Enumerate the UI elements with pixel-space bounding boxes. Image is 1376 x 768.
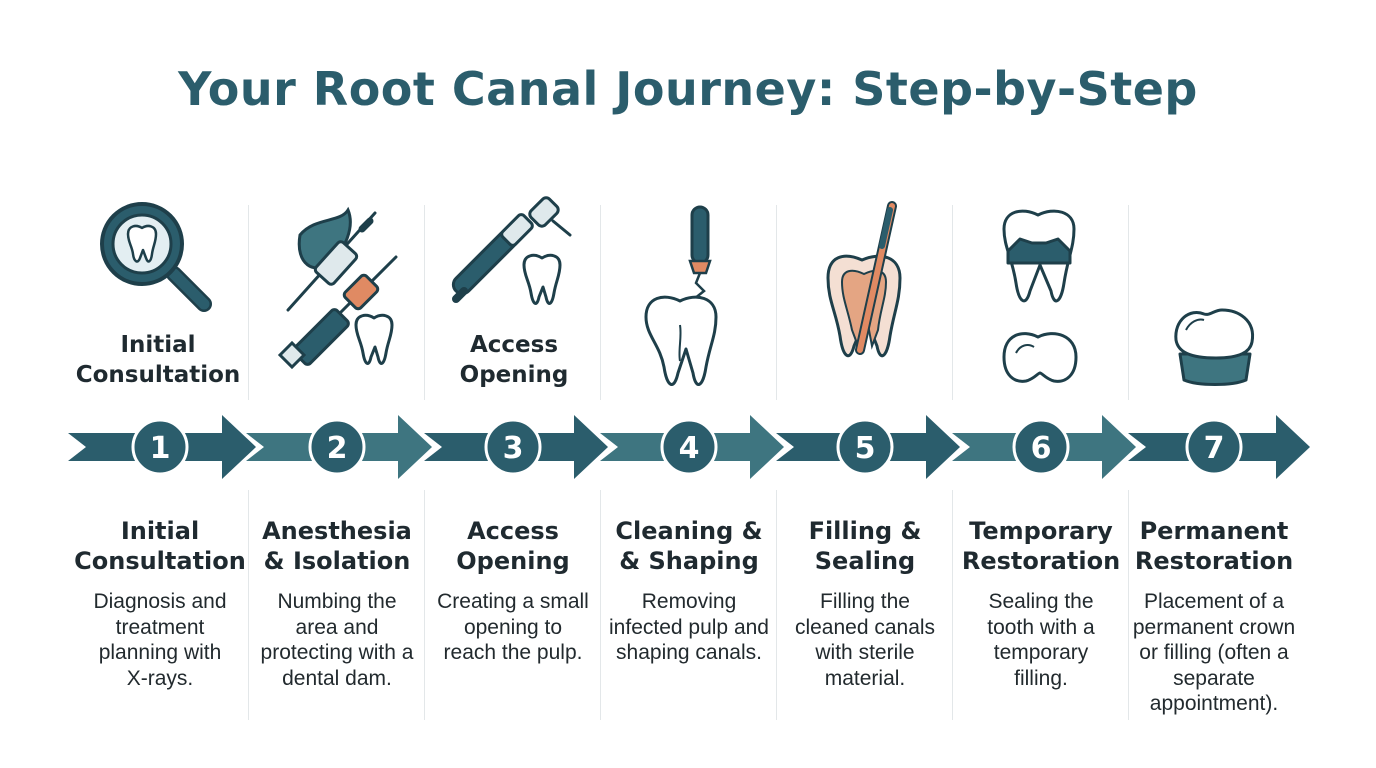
icon-label-access-opening: Access Opening [424, 330, 604, 390]
step-description-line: tooth with a [987, 615, 1095, 639]
step-description-line: planning with [98, 641, 222, 664]
column-divider [952, 490, 953, 720]
step-title-line: & Shaping [619, 547, 759, 575]
column-divider [600, 490, 601, 720]
icon-label-line: Opening [459, 362, 569, 388]
step-title-line: Initial [120, 517, 200, 545]
column-divider [248, 490, 249, 720]
column-divider [424, 490, 425, 720]
step-title: Anesthesia& Isolation [249, 516, 425, 576]
step-number-circle [1185, 418, 1243, 476]
step-description-line: permanent crown [1132, 615, 1296, 639]
step-title-line: Restoration [961, 547, 1121, 575]
dental-drill-icon [451, 196, 572, 305]
step-number-circle [1012, 418, 1070, 476]
step-title-line: Opening [456, 547, 570, 575]
step-number: 7 [1204, 431, 1225, 466]
step-number-circle [131, 418, 189, 476]
step-title: Filling &Sealing [777, 516, 953, 576]
icon-label-line: Access [469, 332, 559, 358]
step-title-line: Consultation [74, 547, 246, 575]
step-description-line: temporary [993, 641, 1089, 664]
filled-canal-icon [826, 201, 902, 358]
step-description-line: Numbing the [277, 590, 397, 613]
step-description-line: separate [1173, 666, 1255, 690]
step-description-line: appointment). [1149, 692, 1279, 715]
step-title-line: & Isolation [263, 547, 411, 575]
step-title-line: Sealing [814, 547, 916, 575]
step-number-circle [308, 418, 366, 476]
step-timeline: 1 2 3 4 5 6 7 [68, 415, 1310, 479]
column-divider [1128, 205, 1129, 400]
step-number: 5 [855, 431, 876, 466]
step-title: Cleaning && Shaping [601, 516, 777, 576]
endodontic-file-icon [644, 205, 718, 386]
column-divider [1128, 490, 1129, 720]
column-divider [600, 205, 601, 400]
step-description-line: Creating a small [437, 590, 589, 613]
step-description-line: opening to [463, 615, 563, 639]
step-title-line: Filling & [808, 517, 922, 545]
syringe-tooth-icon [277, 206, 398, 370]
step-number-circle [484, 418, 542, 476]
step-description-line: dental dam. [282, 666, 392, 690]
column-divider [248, 205, 249, 400]
step-description-line: shaping canals. [616, 641, 762, 664]
step-description-line: material. [824, 666, 906, 690]
column-divider [776, 205, 777, 400]
step-description-line: Sealing the [988, 590, 1094, 613]
step-number: 3 [503, 431, 524, 466]
step-title-line: Access [467, 517, 559, 545]
page-title: Your Root Canal Journey: Step-by-Step [178, 62, 1198, 116]
step-description-line: filling. [1014, 666, 1068, 690]
step-number-circle [836, 418, 894, 476]
step-number: 6 [1031, 431, 1052, 466]
step-description-line: Placement of a [1143, 590, 1285, 613]
step-description-line: reach the pulp. [443, 641, 583, 664]
step-title-line: Restoration [1134, 547, 1294, 575]
icon-label-consultation: Initial Consultation [68, 330, 248, 390]
step-description-line: with sterile [815, 641, 915, 664]
step-number: 1 [150, 431, 171, 466]
column-divider [776, 490, 777, 720]
step-description-line: Removing [641, 590, 737, 613]
step-number: 2 [327, 431, 348, 466]
step-description-line: area and [295, 615, 379, 639]
temporary-filling-icon [1002, 209, 1078, 383]
step-title-line: Permanent [1139, 517, 1289, 545]
step-description-line: cleaned canals [794, 615, 936, 639]
step-title-line: Temporary [969, 517, 1113, 545]
step-description-line: treatment [115, 615, 205, 639]
icon-label-line: Consultation [75, 362, 241, 388]
step-number: 4 [679, 431, 700, 466]
step-description-line: Filling the [820, 590, 910, 613]
step-title-line: Cleaning & [615, 517, 763, 545]
step-description-line: infected pulp and [609, 615, 769, 639]
magnifier-tooth-icon [100, 202, 212, 312]
step-description-line: protecting with a [260, 641, 414, 664]
step-number-circle [660, 418, 718, 476]
step-description-line: Diagnosis and [93, 590, 227, 613]
column-divider [952, 205, 953, 400]
step-description-line: or filling (often a [1139, 641, 1289, 664]
icon-label-line: Initial [120, 332, 196, 358]
step-title-line: Anesthesia [262, 517, 412, 545]
step-description-line: X-rays. [126, 666, 194, 690]
column-divider [424, 205, 425, 400]
crown-icon [1174, 308, 1255, 386]
